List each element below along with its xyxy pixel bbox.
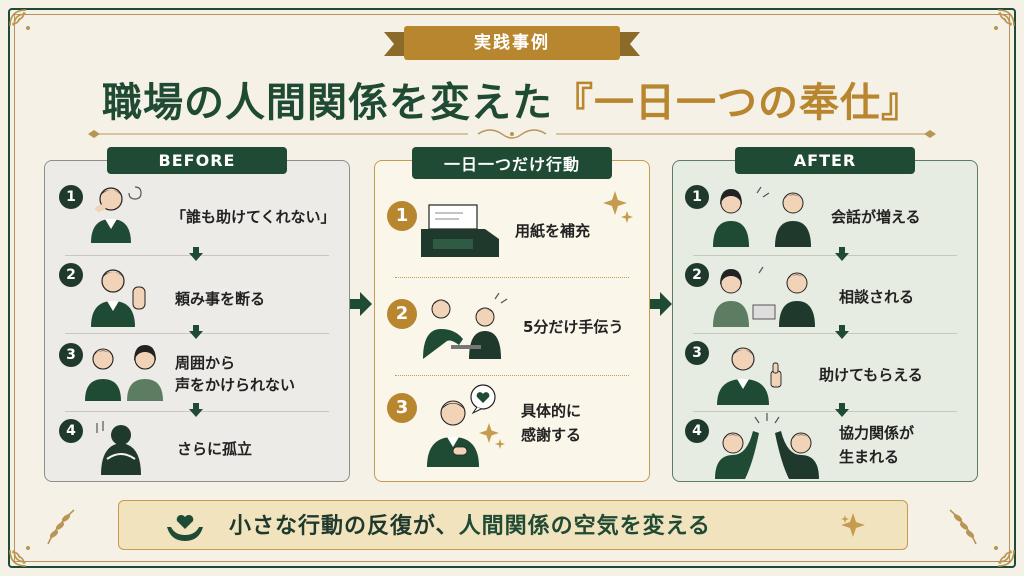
worried-man-icon	[91, 186, 142, 243]
step-text: 用紙を補充	[515, 222, 591, 240]
action-tab: 一日一つだけ行動	[412, 147, 612, 179]
step-separator	[395, 277, 629, 278]
title-main: 職場の人間関係を変えた	[102, 79, 553, 126]
step-text: 「誰も助けてくれない」	[171, 208, 336, 226]
step-number: 3	[685, 341, 709, 365]
step-number: 1	[59, 185, 83, 209]
page-title: 職場の人間関係を変えた『一日一つの奉仕』	[0, 70, 1024, 128]
step-text-line1: 協力関係が	[839, 424, 915, 442]
step-number: 4	[59, 419, 83, 443]
down-arrow-icon	[835, 247, 849, 261]
step-separator	[693, 333, 957, 334]
corner-ornament-icon	[978, 6, 1018, 46]
grateful-man-icon	[427, 384, 496, 467]
corner-ornament-icon	[978, 530, 1018, 570]
down-arrow-icon	[189, 325, 203, 339]
helping-colleague-icon	[423, 293, 508, 359]
step-number: 1	[685, 185, 709, 209]
step-number: 3	[387, 393, 417, 423]
header-ribbon: 実践事例	[384, 24, 640, 62]
laurel-icon	[47, 509, 75, 545]
step-text: 頼み事を断る	[175, 290, 266, 308]
after-panel: AFTER 1 会話が増える 2 相談される 3 助けてもらえる 4	[672, 147, 978, 482]
before-tab: BEFORE	[107, 147, 287, 174]
inner-frame	[14, 14, 1010, 562]
sparkle-icon	[479, 423, 505, 449]
coworkers-icon	[85, 345, 163, 401]
banner-text: 小さな行動の反復が、人間関係の空気を変える	[229, 501, 711, 551]
step-number: 2	[59, 263, 83, 287]
paper-tray-icon	[421, 204, 499, 257]
action-panel: 一日一つだけ行動 1 用紙を補充 2 5分だけ手伝う 3 具体的に	[374, 147, 650, 482]
refusing-man-icon	[91, 269, 146, 327]
bottom-banner: 小さな行動の反復が、人間関係の空気を変える	[118, 500, 908, 550]
before-panel: BEFORE 1 「誰も助けてくれない」 2 頼み事を断る 3 周囲から 声をか…	[44, 147, 350, 482]
step-text: 助けてもらえる	[819, 366, 923, 384]
step-text-line2: 感謝する	[521, 426, 582, 444]
corner-ornament-icon	[6, 6, 46, 46]
laurel-icon	[949, 509, 977, 545]
thumbs-up-man-icon	[717, 347, 782, 405]
high-five-icon	[715, 413, 819, 479]
corner-ornament-icon	[6, 530, 46, 570]
sparkle-icon	[841, 513, 865, 537]
step-separator	[693, 255, 957, 256]
isolated-person-icon	[96, 421, 141, 475]
banner-text-part2: 人間関係の空気を変える	[458, 513, 711, 539]
step-number: 2	[387, 299, 417, 329]
banner-text-part1: 小さな行動の反復が、	[229, 513, 459, 539]
step-number: 1	[387, 201, 417, 231]
down-arrow-icon	[835, 325, 849, 339]
step-number: 2	[685, 263, 709, 287]
after-tab: AFTER	[735, 147, 915, 174]
down-arrow-icon	[835, 403, 849, 417]
step-separator	[693, 411, 957, 412]
sparkle-icon	[603, 191, 633, 223]
step-number: 4	[685, 419, 709, 443]
conversation-icon	[713, 186, 811, 247]
right-arrow-icon	[350, 292, 372, 316]
step-text-line1: 周囲から	[175, 354, 236, 372]
step-text-line2: 声をかけられない	[175, 376, 296, 394]
step-text: さらに孤立	[177, 440, 253, 458]
right-arrow-icon	[650, 292, 672, 316]
step-text: 相談される	[839, 288, 915, 306]
title-divider	[88, 129, 936, 139]
step-text-line1: 具体的に	[521, 402, 582, 420]
step-number: 3	[59, 343, 83, 367]
title-accent: 『一日一つの奉仕』	[553, 79, 922, 126]
down-arrow-icon	[189, 403, 203, 417]
down-arrow-icon	[189, 247, 203, 261]
step-text: 会話が増える	[831, 208, 921, 226]
step-separator	[395, 375, 629, 376]
outer-frame	[8, 8, 1016, 568]
ribbon-label: 実践事例	[474, 33, 550, 53]
heart-hands-icon	[167, 514, 203, 541]
consultation-icon	[713, 266, 815, 327]
step-text: 5分だけ手伝う	[523, 318, 624, 336]
step-text-line2: 生まれる	[839, 448, 900, 466]
